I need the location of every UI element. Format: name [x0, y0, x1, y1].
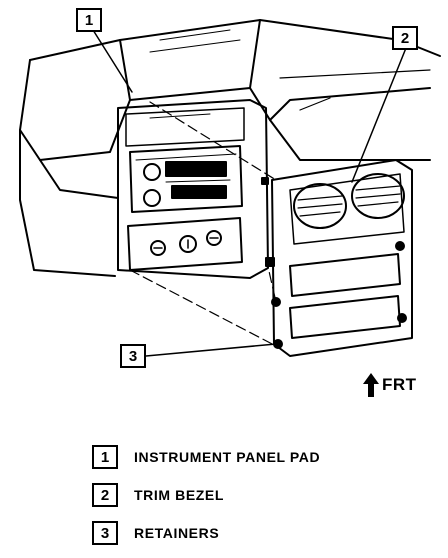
callout-2-number: 2 — [400, 29, 410, 47]
trim-bezel — [271, 159, 413, 357]
callout-3-number: 3 — [128, 347, 138, 365]
legend-item: 1 INSTRUMENT PANEL PAD — [92, 444, 320, 470]
callout-3: 3 — [120, 344, 146, 368]
legend-number: 2 — [92, 483, 118, 507]
legend-label: TRIM BEZEL — [134, 487, 224, 503]
front-label: FRT — [382, 375, 417, 394]
legend-number: 3 — [92, 521, 118, 545]
callout-1-number: 1 — [84, 11, 94, 29]
instrument-panel-pad — [19, 19, 441, 277]
leader-line-1 — [87, 21, 133, 93]
legend-number: 1 — [92, 445, 118, 469]
radio-unit — [129, 145, 243, 213]
legend-label: INSTRUMENT PANEL PAD — [134, 449, 321, 465]
leader-line-3 — [145, 343, 277, 357]
bezel-vent-left — [293, 183, 347, 229]
legend-item: 3 RETAINERS — [92, 520, 320, 546]
leader-line-2 — [351, 47, 407, 183]
retainer-clips — [261, 177, 275, 267]
legend: 1 INSTRUMENT PANEL PAD 2 TRIM BEZEL 3 RE… — [92, 444, 320, 558]
callout-2: 2 — [392, 26, 418, 50]
hvac-control-panel — [127, 217, 243, 271]
legend-item: 2 TRIM BEZEL — [92, 482, 320, 508]
legend-label: RETAINERS — [134, 525, 220, 541]
callout-1: 1 — [76, 8, 102, 32]
bezel-vent-right — [351, 173, 405, 219]
front-arrow-icon — [363, 373, 379, 397]
front-direction-indicator: FRT — [362, 372, 417, 398]
alignment-lines — [129, 101, 277, 347]
